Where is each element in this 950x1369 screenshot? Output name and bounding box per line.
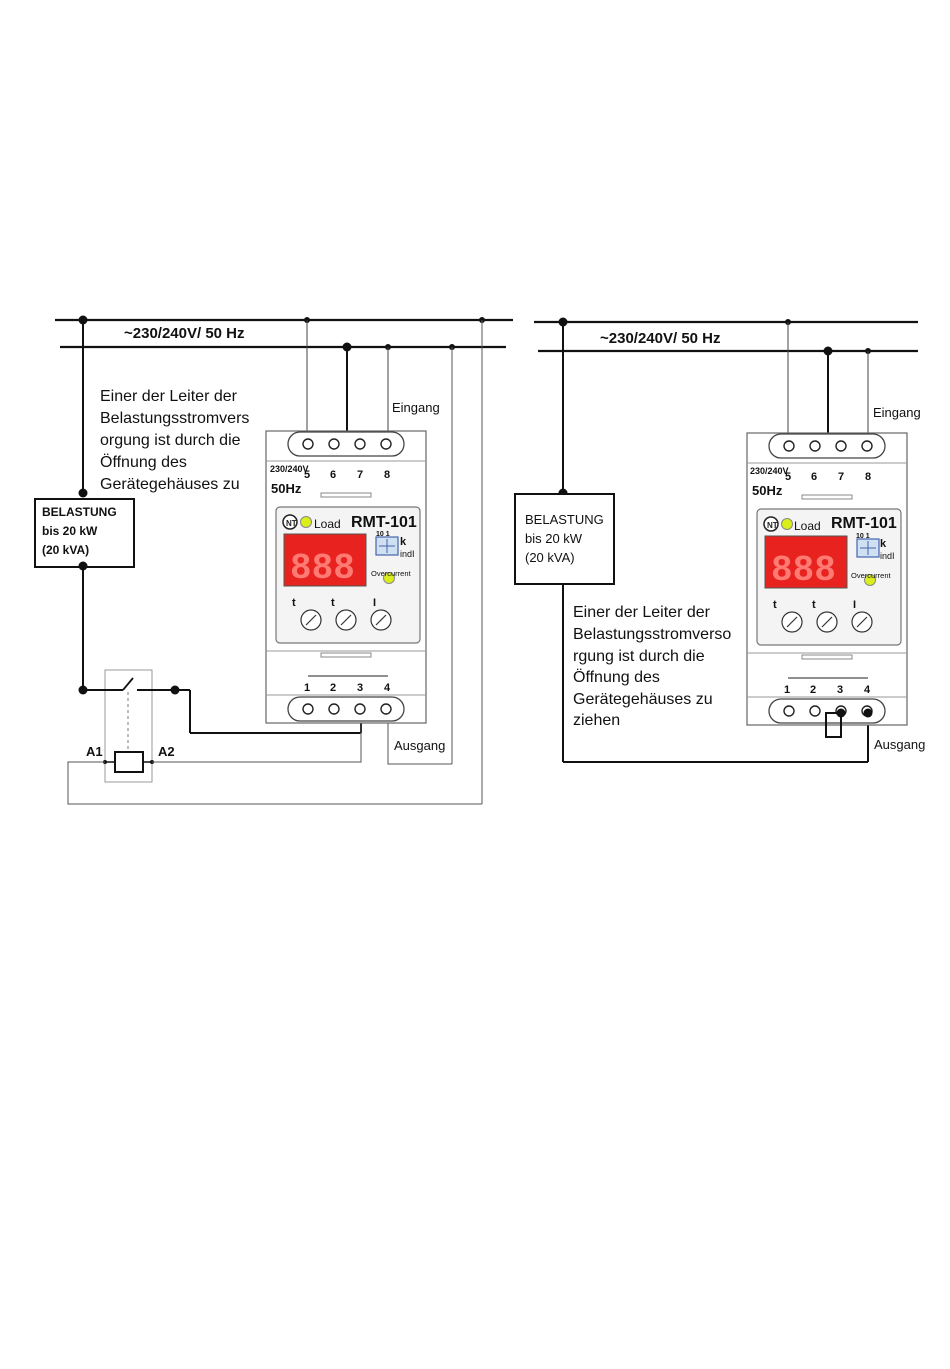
left-knob-label-2: t xyxy=(331,597,335,609)
left-terminal-3: 3 xyxy=(357,682,363,694)
right-terminal-3: 3 xyxy=(837,684,843,696)
left-terminal-8: 8 xyxy=(384,469,390,481)
left-input-label: Eingang xyxy=(392,400,440,415)
right-load-text: BELASTUNG bis 20 kW (20 kVA) xyxy=(525,512,607,565)
left-terminal-2: 2 xyxy=(330,682,336,694)
right-terminal-6: 6 xyxy=(811,471,817,483)
left-knob-label-1: t xyxy=(292,597,296,609)
right-terminal-1: 1 xyxy=(784,684,790,696)
right-knob-label-1: t xyxy=(773,599,777,611)
left-dip-numbers: 10 1 xyxy=(376,531,390,538)
left-load-box xyxy=(34,498,135,568)
right-input-label: Eingang xyxy=(873,405,921,420)
left-model: RMT-101 xyxy=(351,514,417,531)
left-load-text: BELASTUNG bis 20 kW (20 kVA) xyxy=(42,505,120,557)
right-output-label: Ausgang xyxy=(874,737,925,752)
left-terminal-7: 7 xyxy=(357,469,363,481)
contactor-coil xyxy=(114,751,144,773)
right-terminal-7: 7 xyxy=(838,471,844,483)
right-diagram: ~230/240V/ 50 Hz Eingang BELASTUNG bis 2… xyxy=(514,317,925,763)
contactor-switch xyxy=(122,677,134,691)
left-terminal-4: 4 xyxy=(384,682,391,694)
right-device-freq: 50Hz xyxy=(752,483,783,498)
left-note: Einer der Leiter der Belastungsstromvers… xyxy=(100,388,254,493)
left-ind-label: indI xyxy=(400,549,415,559)
contactor-frame xyxy=(104,669,153,783)
right-dip-numbers: 10 1 xyxy=(856,533,870,540)
right-load-box xyxy=(514,493,615,585)
contactor-a2: A2 xyxy=(158,744,175,759)
right-knob-label-3: I xyxy=(853,599,856,611)
left-diagram: ~230/240V/ 50 Hz Einer der Leiter der Be… xyxy=(34,315,513,805)
left-load-label: Load xyxy=(314,517,341,531)
right-load-label: Load xyxy=(794,519,821,533)
left-overcurrent: Overcurrent xyxy=(371,569,412,578)
left-display-digits: 888 xyxy=(290,548,355,589)
left-terminal-6: 6 xyxy=(330,469,336,481)
right-display-digits: 888 xyxy=(771,550,836,591)
left-output-label: Ausgang xyxy=(394,738,445,753)
right-terminal-4: 4 xyxy=(864,684,871,696)
right-ind-label: indI xyxy=(880,551,895,561)
right-knob-label-2: t xyxy=(812,599,816,611)
left-k-label: k xyxy=(400,536,407,548)
right-supply-label: ~230/240V/ 50 Hz xyxy=(600,330,721,347)
left-device-freq: 50Hz xyxy=(271,481,302,496)
contactor-a1: A1 xyxy=(86,744,103,759)
left-terminal-5: 5 xyxy=(304,469,310,481)
right-device-voltage: 230/240V xyxy=(750,466,789,476)
right-overcurrent: Overcurrent xyxy=(851,571,892,580)
supply-label: ~230/240V/ 50 Hz xyxy=(124,325,245,342)
right-terminal-2: 2 xyxy=(810,684,816,696)
right-terminal-5: 5 xyxy=(785,471,791,483)
right-model: RMT-101 xyxy=(831,515,897,532)
left-terminal-1: 1 xyxy=(304,682,310,694)
left-device-voltage: 230/240V xyxy=(270,464,309,474)
right-terminal-8: 8 xyxy=(865,471,871,483)
left-knob-label-3: I xyxy=(373,597,376,609)
right-note: Einer der Leiter der Belastungsstromvers… xyxy=(573,604,736,729)
right-k-label: k xyxy=(880,538,887,550)
